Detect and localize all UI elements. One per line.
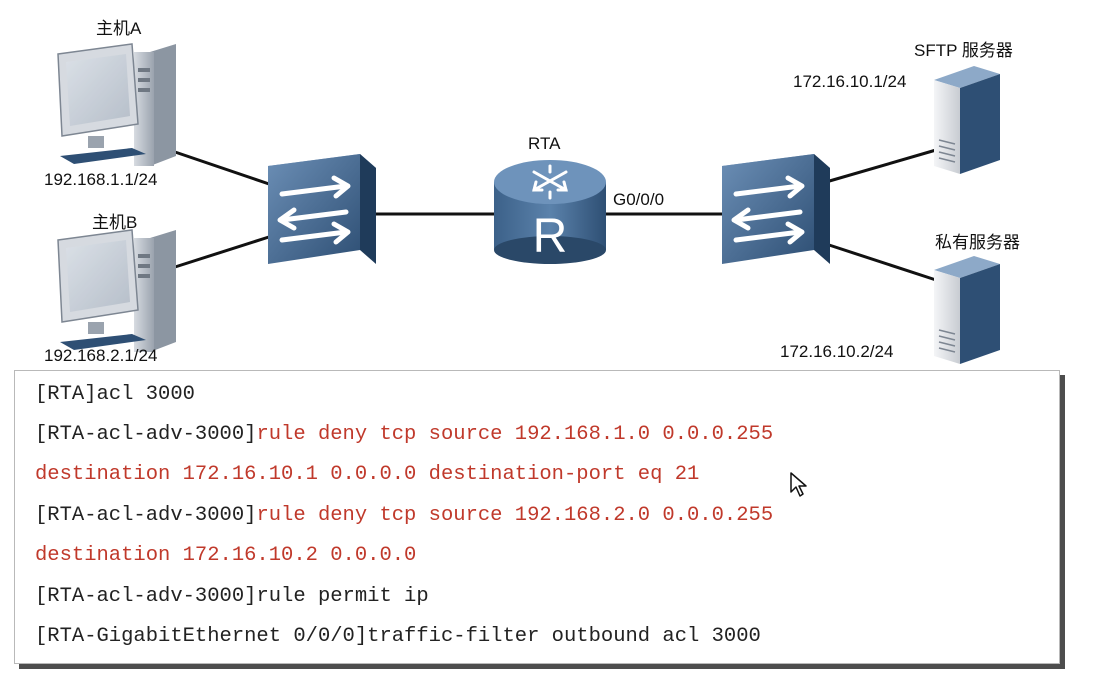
cli-line: destination 172.16.10.1 0.0.0.0 destinat… [35,463,699,486]
link-hostA-switch1 [174,150,273,187]
private-server-ip: 172.16.10.2/24 [780,342,894,361]
sftp-server-label: SFTP 服务器 [914,41,1013,60]
mouse-cursor-icon [790,472,807,497]
router-glyph: R [533,210,568,263]
cli-command-highlight: destination 172.16.10.1 0.0.0.0 destinat… [35,463,700,486]
cli-line: [RTA]acl 3000 [35,383,195,406]
cli-line: [RTA-GigabitEthernet 0/0/0]traffic-filte… [35,625,761,648]
host-a-label: 主机A [96,19,142,38]
cli-prompt: [RTA-acl-adv-3000] [35,585,257,608]
sftp-server-ip: 172.16.10.1/24 [793,72,907,91]
router-interface-label: G0/0/0 [613,190,665,209]
cli-prompt: [RTA-acl-adv-3000] [35,423,257,446]
switch-1-icon [268,154,376,264]
link-switch2-private [825,242,937,282]
host-a-computer-icon [57,43,176,166]
cli-line: destination 172.16.10.2 0.0.0.0 [35,544,416,567]
cli-command: rule permit ip [256,585,429,608]
router-label: RTA [528,134,561,153]
cli-prompt: [RTA-acl-adv-3000] [35,504,257,527]
cli-command-highlight: rule deny tcp source 192.168.2.0 0.0.0.2… [256,504,774,527]
link-hostB-switch1 [174,234,273,269]
links [174,148,937,282]
cli-command-highlight: destination 172.16.10.2 0.0.0.0 [35,544,417,567]
host-b-computer-icon [57,229,176,352]
host-a-ip: 192.168.1.1/24 [44,170,158,189]
cli-line: [RTA-acl-adv-3000]rule permit ip [35,585,429,608]
cli-prompt: [RTA] [35,383,97,406]
host-b-label: 主机B [92,213,138,232]
sftp-server-icon [934,66,1000,174]
router-rta-icon: R [494,160,606,264]
cli-line: [RTA-acl-adv-3000]rule deny tcp source 1… [35,423,773,446]
cli-config-panel: [RTA]acl 3000 [RTA-acl-adv-3000]rule den… [14,370,1060,664]
host-b-ip: 192.168.2.1/24 [44,346,158,365]
cli-command: traffic-filter outbound acl 3000 [367,625,761,648]
cli-line: [RTA-acl-adv-3000]rule deny tcp source 1… [35,504,773,527]
private-server-label: 私有服务器 [935,233,1020,252]
cli-prompt: [RTA-GigabitEthernet 0/0/0] [35,625,368,648]
cli-command: acl 3000 [96,383,195,406]
switch-2-icon [722,154,830,264]
link-switch2-sftp [825,148,937,184]
cli-command-highlight: rule deny tcp source 192.168.1.0 0.0.0.2… [256,423,774,446]
private-server-icon [934,256,1000,364]
